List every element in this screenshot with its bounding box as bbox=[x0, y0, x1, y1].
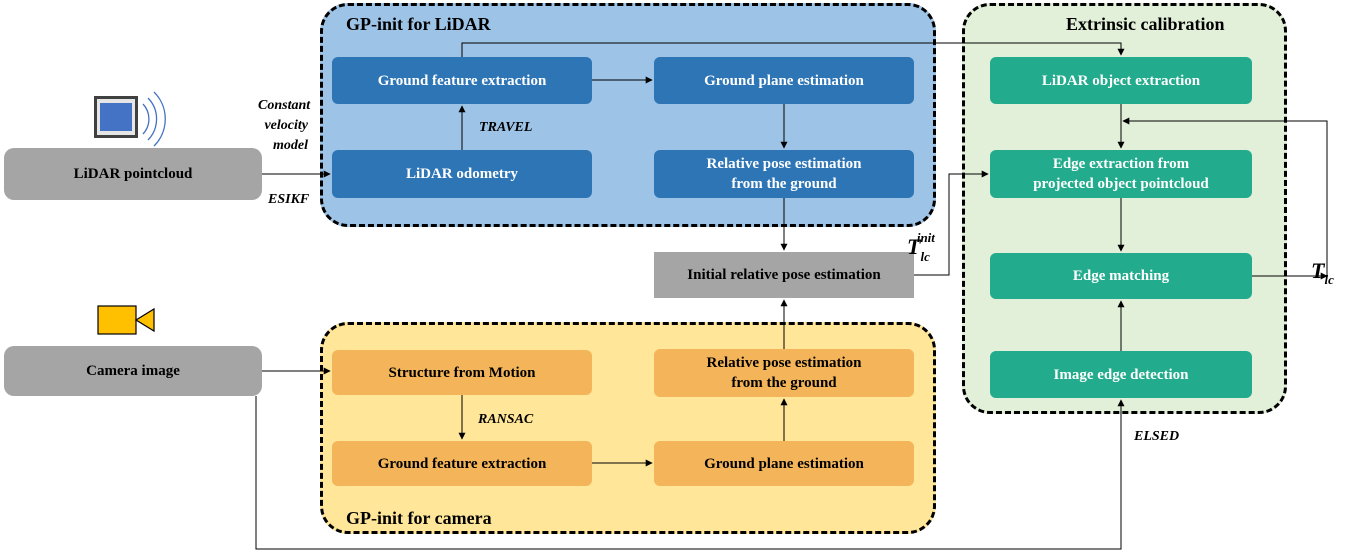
ransac-label: RANSAC bbox=[478, 412, 534, 427]
edge-matching-box: Edge matching bbox=[990, 253, 1252, 299]
lidar-pointcloud-box: LiDAR pointcloud bbox=[4, 148, 262, 200]
camera-sfm-label: Structure from Motion bbox=[388, 364, 536, 381]
camera-ground-feature-box: Ground feature extraction bbox=[332, 441, 592, 486]
lidar-object-extraction-label: LiDAR object extraction bbox=[1041, 72, 1201, 89]
gp-init-camera-title: GP-init for camera bbox=[346, 508, 492, 528]
camera-image-box: Camera image bbox=[4, 346, 262, 396]
gp-init-lidar-title: GP-init for LiDAR bbox=[346, 14, 491, 34]
esikf-label: ESIKF bbox=[268, 192, 310, 207]
edge-extraction-label: Edge extraction from projected object po… bbox=[1033, 156, 1209, 192]
edge-matching-label: Edge matching bbox=[1072, 268, 1170, 284]
video-camera-icon bbox=[97, 305, 155, 335]
lidar-sensor-icon bbox=[94, 91, 166, 147]
elsed-label: ELSED bbox=[1134, 429, 1180, 444]
lidar-ground-plane-label: Ground plane estimation bbox=[704, 72, 864, 89]
camera-ground-feature-label: Ground feature extraction bbox=[377, 455, 547, 472]
image-edge-detection-box: Image edge detection bbox=[990, 351, 1252, 398]
edge-extraction-box: Edge extraction from projected object po… bbox=[990, 150, 1252, 198]
travel-label: TRAVEL bbox=[479, 120, 533, 135]
t-init-label: Tlcinit bbox=[907, 230, 935, 264]
constant-velocity-label: Constant velocity model bbox=[258, 98, 311, 153]
camera-sfm-box: Structure from Motion bbox=[332, 350, 592, 395]
lidar-odometry-label: LiDAR odometry bbox=[405, 166, 519, 182]
image-edge-detection-label: Image edge detection bbox=[1053, 366, 1189, 383]
lidar-pointcloud-label: LiDAR pointcloud bbox=[73, 166, 193, 182]
arrow-ground-feature-to-object bbox=[461, 42, 1125, 57]
lidar-ground-feature-box: Ground feature extraction bbox=[332, 57, 592, 104]
camera-ground-plane-label: Ground plane estimation bbox=[704, 455, 864, 472]
camera-ground-plane-box: Ground plane estimation bbox=[654, 441, 914, 486]
lidar-ground-feature-label: Ground feature extraction bbox=[377, 72, 547, 89]
initial-relative-pose-label: Initial relative pose estimation bbox=[687, 267, 881, 283]
camera-image-label: Camera image bbox=[86, 363, 180, 379]
camera-relative-pose-label: Relative pose estimation from the ground bbox=[706, 355, 862, 391]
lidar-object-extraction-box: LiDAR object extraction bbox=[990, 57, 1252, 104]
arrow-feedback-loop bbox=[1122, 117, 1328, 276]
lidar-odometry-box: LiDAR odometry bbox=[332, 150, 592, 198]
camera-relative-pose-box: Relative pose estimation from the ground bbox=[654, 349, 914, 397]
extrinsic-calibration-title: Extrinsic calibration bbox=[1066, 14, 1225, 34]
lidar-relative-pose-label: Relative pose estimation from the ground bbox=[706, 156, 862, 192]
lidar-relative-pose-box: Relative pose estimation from the ground bbox=[654, 150, 914, 198]
arrow-camera-to-image-edge bbox=[255, 396, 1125, 550]
lidar-ground-plane-box: Ground plane estimation bbox=[654, 57, 914, 104]
initial-relative-pose-box: Initial relative pose estimation bbox=[654, 252, 914, 298]
arrow-initial-to-edge-extraction bbox=[914, 170, 989, 276]
